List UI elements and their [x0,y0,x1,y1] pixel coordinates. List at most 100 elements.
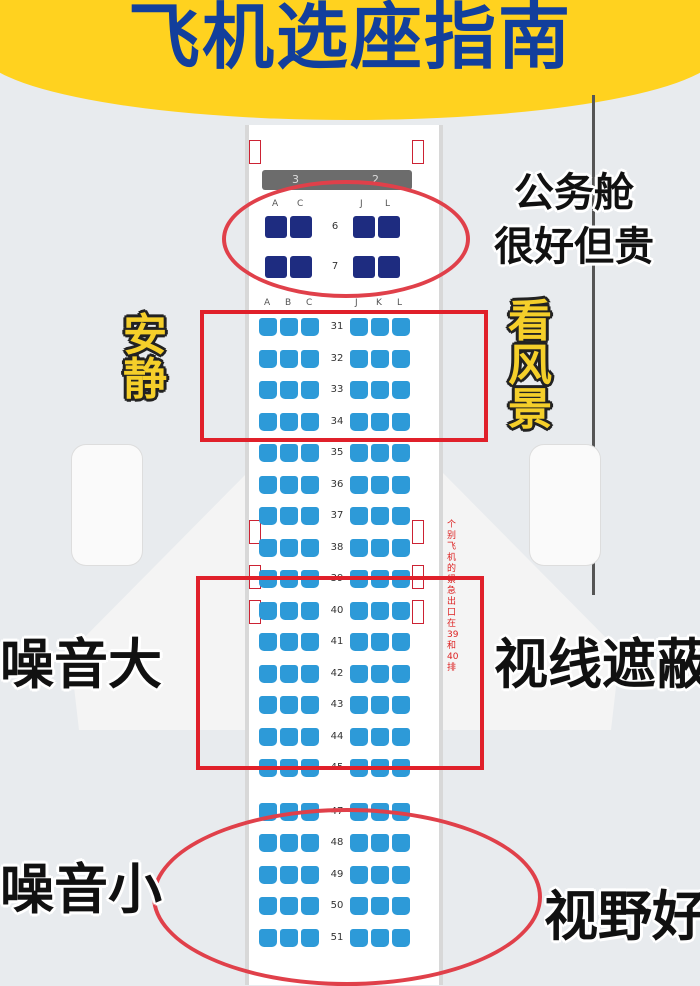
exit-door [249,140,261,164]
seat-economy[interactable] [392,381,410,399]
business-oval [222,180,470,298]
column-label: C [306,298,313,308]
label-good-view: 视野好 [544,885,700,948]
row-number: 32 [330,352,344,364]
seat-economy[interactable] [301,601,319,620]
seat-economy[interactable] [259,349,277,368]
row-number: 36 [330,478,344,490]
seat-economy[interactable] [392,444,410,462]
row-number: 38 [330,541,344,553]
seat-economy[interactable] [350,381,368,399]
seat-economy[interactable] [350,412,368,431]
seat-economy[interactable] [301,412,319,431]
left-engine [72,445,142,565]
seat-economy[interactable] [280,349,298,368]
seat-economy[interactable] [280,727,298,746]
seat-economy[interactable] [259,318,277,336]
seat-economy[interactable] [392,696,410,714]
noisy-box [196,576,484,770]
seat-economy[interactable] [350,507,368,525]
seat-economy[interactable] [301,349,319,368]
seat-economy[interactable] [371,507,389,525]
row-number: 43 [330,699,344,710]
seat-economy[interactable] [392,727,410,746]
column-label: K [376,298,382,308]
label-quiet: 安 静 [123,310,167,405]
seat-economy[interactable] [259,412,277,431]
seat-economy[interactable] [392,349,410,368]
column-label: A [264,298,271,308]
seat-economy[interactable] [280,318,298,336]
seat-economy[interactable] [301,538,319,557]
seat-economy[interactable] [350,349,368,368]
label-view: 看 风 景 [508,296,552,435]
seat-economy[interactable] [259,633,277,651]
seat-economy[interactable] [350,538,368,557]
seat-economy[interactable] [280,633,298,651]
seat-economy[interactable] [280,412,298,431]
seat-economy[interactable] [392,318,410,336]
seat-economy[interactable] [371,444,389,462]
seat-economy[interactable] [301,318,319,336]
seat-economy[interactable] [280,696,298,714]
column-label: J [355,298,358,308]
seat-economy[interactable] [301,727,319,746]
seat-economy[interactable] [301,475,319,494]
seat-economy[interactable] [259,696,277,714]
seat-economy[interactable] [259,475,277,494]
seat-economy[interactable] [371,349,389,368]
label-noisy: 噪音大 [0,633,162,696]
title-banner [0,0,700,120]
seat-economy[interactable] [350,696,368,714]
seat-economy[interactable] [280,381,298,399]
seat-economy[interactable] [350,664,368,683]
seat-economy[interactable] [280,475,298,494]
seat-economy[interactable] [392,601,410,620]
seat-economy[interactable] [259,444,277,462]
seat-economy[interactable] [259,601,277,620]
seat-economy[interactable] [280,444,298,462]
seat-economy[interactable] [350,633,368,651]
seat-economy[interactable] [259,381,277,399]
seat-economy[interactable] [371,538,389,557]
exit-note: 个别飞机的紧急出口在39和40排 [447,520,459,673]
seat-economy[interactable] [350,444,368,462]
seat-economy[interactable] [392,475,410,494]
seat-economy[interactable] [259,727,277,746]
label-blocked: 视线遮蔽 [494,633,700,696]
seat-economy[interactable] [301,664,319,683]
seat-economy[interactable] [392,633,410,651]
seat-economy[interactable] [280,601,298,620]
row-number: 34 [330,415,344,427]
seat-economy[interactable] [371,381,389,399]
seat-economy[interactable] [301,381,319,399]
column-label: B [285,298,292,308]
seat-economy[interactable] [350,475,368,494]
seat-economy[interactable] [350,727,368,746]
seat-economy[interactable] [371,412,389,431]
seat-economy[interactable] [392,412,410,431]
seat-economy[interactable] [280,507,298,525]
seat-economy[interactable] [371,727,389,746]
seat-economy[interactable] [350,601,368,620]
seat-economy[interactable] [371,475,389,494]
seat-economy[interactable] [392,507,410,525]
seat-economy[interactable] [350,318,368,336]
exit-door [249,520,261,544]
seat-economy[interactable] [301,633,319,651]
seat-economy[interactable] [371,633,389,651]
seat-economy[interactable] [371,601,389,620]
seat-economy[interactable] [301,507,319,525]
seat-economy[interactable] [280,538,298,557]
seat-economy[interactable] [371,664,389,683]
seat-economy[interactable] [392,538,410,557]
seat-economy[interactable] [259,507,277,525]
seat-economy[interactable] [371,696,389,714]
seat-economy[interactable] [301,444,319,462]
seat-economy[interactable] [280,664,298,683]
seat-economy[interactable] [392,664,410,683]
seat-economy[interactable] [259,538,277,557]
seat-economy[interactable] [259,664,277,683]
seat-economy[interactable] [301,696,319,714]
seat-economy[interactable] [371,318,389,336]
